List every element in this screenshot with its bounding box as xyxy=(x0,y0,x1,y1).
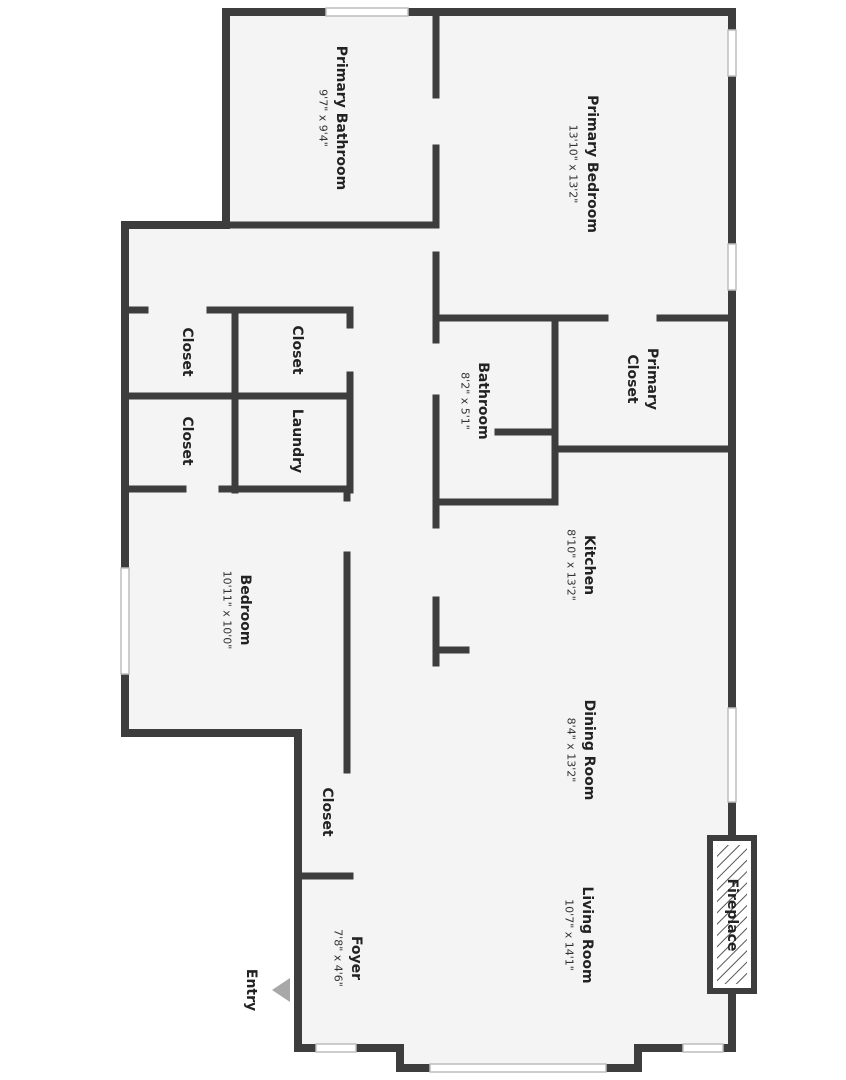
room-laundry: Laundry xyxy=(289,409,305,473)
windows xyxy=(120,7,737,1073)
room-name: Laundry xyxy=(289,409,305,473)
room-name: Living Room xyxy=(579,886,595,983)
fireplace xyxy=(707,835,757,994)
room-dimensions: 10'7" x 14'1" xyxy=(563,899,576,971)
entry-arrow-icon xyxy=(272,978,290,1002)
room-name: Closet xyxy=(289,325,305,375)
window xyxy=(727,707,737,803)
room-name: Closet xyxy=(319,787,335,837)
room-dimensions: 7'8" x 4'6" xyxy=(332,929,345,987)
room-name: Dining Room xyxy=(581,700,597,801)
fireplace-label: Fireplace xyxy=(724,879,740,952)
floor-area xyxy=(125,12,732,1068)
room-closet-b: Closet xyxy=(289,325,305,375)
room-dimensions: 8'2" x 5'1" xyxy=(459,372,472,430)
room-closet-d: Closet xyxy=(319,787,335,837)
window xyxy=(682,1043,724,1053)
room-name: Closet xyxy=(179,416,195,466)
room-dimensions: 8'4" x 13'2" xyxy=(565,718,578,783)
room-dimensions: 13'10" x 13'2" xyxy=(567,125,580,204)
room-foyer: Foyer 7'8" x 4'6" xyxy=(332,929,365,987)
interior-walls xyxy=(121,8,736,880)
window xyxy=(727,243,737,291)
room-name: Closet xyxy=(179,327,195,377)
window xyxy=(120,567,130,675)
fireplace-label-group: Fireplace xyxy=(724,879,740,952)
room-dimensions: 9'7" x 9'4" xyxy=(317,89,330,147)
room-dining-room: Dining Room 8'4" x 13'2" xyxy=(565,700,598,801)
room-bathroom: Bathroom 8'2" x 5'1" xyxy=(459,362,492,440)
room-primary-bathroom: Primary Bathroom 9'7" x 9'4" xyxy=(317,46,350,190)
room-name: Primary Bedroom xyxy=(584,95,600,233)
room-name: Bedroom xyxy=(237,575,253,646)
room-primary-bedroom: Primary Bedroom 13'10" x 13'2" xyxy=(567,95,601,233)
room-dimensions: 10'11" x 10'0" xyxy=(221,571,234,650)
room-primary-closet: Primary Closet xyxy=(624,348,660,410)
room-living-room: Living Room 10'7" x 14'1" xyxy=(563,886,596,983)
window xyxy=(429,1063,607,1073)
room-name: Primary xyxy=(644,348,660,410)
room-kitchen: Kitchen 8'10" x 13'2" xyxy=(565,529,598,601)
room-dimensions: 8'10" x 13'2" xyxy=(565,529,578,601)
room-closet-c: Closet xyxy=(179,416,195,466)
window xyxy=(727,29,737,77)
room-name: Kitchen xyxy=(581,535,597,595)
room-closet-a: Closet xyxy=(179,327,195,377)
room-name: Primary Bathroom xyxy=(333,46,349,190)
window xyxy=(315,1043,357,1053)
entry-label: Entry xyxy=(243,969,259,1011)
room-name: Foyer xyxy=(348,936,364,980)
room-name: Closet xyxy=(624,354,640,404)
room-bedroom: Bedroom 10'11" x 10'0" xyxy=(221,571,254,650)
window xyxy=(325,7,409,17)
room-name: Bathroom xyxy=(475,362,491,440)
